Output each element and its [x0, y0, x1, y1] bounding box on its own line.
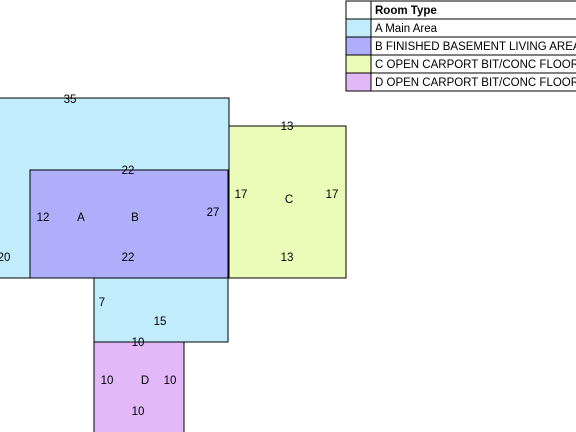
legend-label-d: D OPEN CARPORT BIT/CONC FLOOR: [375, 77, 576, 89]
dim-a-top: 35: [64, 94, 77, 106]
dim-c-left: 17: [235, 189, 248, 201]
dim-a-left: 20: [0, 252, 10, 264]
legend-label-b: B FINISHED BASEMENT LIVING AREA: [375, 41, 576, 53]
dim-a-lower-bottom: 15: [154, 316, 167, 328]
legend-swatch-b: [345, 36, 372, 56]
legend-swatch-a: [345, 18, 372, 38]
room-a-letter: A: [77, 212, 85, 224]
dim-d-left: 10: [101, 375, 114, 387]
legend-label-a: A Main Area: [375, 23, 438, 35]
dim-d-top: 10: [132, 337, 145, 349]
dim-b-right: 27: [207, 207, 220, 219]
legend-swatch-c: [345, 54, 372, 74]
room-a-lower-block: [93, 277, 229, 343]
dim-b-top: 22: [122, 165, 135, 177]
dim-c-bottom: 13: [281, 252, 294, 264]
room-d-open-carport: [93, 341, 185, 432]
legend-swatch-d: [345, 72, 372, 92]
room-d-letter: D: [141, 375, 149, 387]
dim-d-bottom: 10: [132, 406, 145, 418]
room-b-finished-basement: [29, 169, 229, 279]
dim-c-top: 13: [281, 121, 294, 133]
legend: Room Type A Main Area B FINISHED BASEMEN…: [345, 0, 576, 92]
dim-a-lower-left: 7: [99, 297, 105, 309]
dim-d-right: 10: [164, 375, 177, 387]
legend-header-swatch: [345, 0, 372, 20]
dim-b-bottom: 22: [122, 252, 135, 264]
dim-c-right: 17: [326, 189, 339, 201]
room-c-open-carport: [228, 125, 347, 279]
legend-title: Room Type: [375, 5, 437, 17]
room-c-letter: C: [285, 194, 293, 206]
legend-label-c: C OPEN CARPORT BIT/CONC FLOOR: [375, 59, 576, 71]
room-b-letter: B: [131, 212, 139, 224]
dim-b-left: 12: [37, 212, 50, 224]
